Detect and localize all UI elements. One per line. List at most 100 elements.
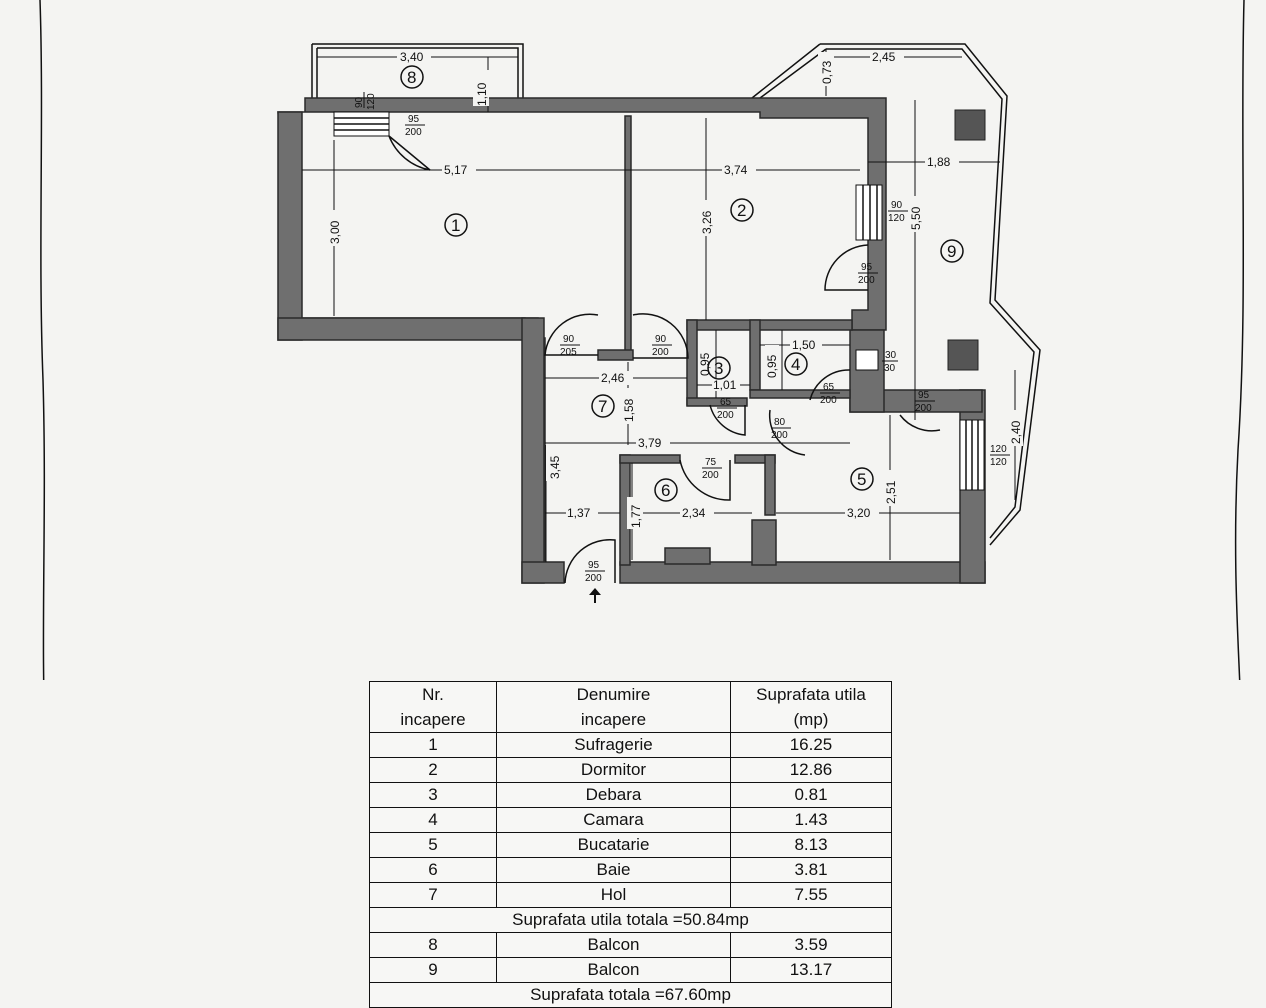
door-label-h: 120 xyxy=(366,93,377,110)
dim-0-95-a: 0,95 xyxy=(698,352,712,376)
dim-3-45: 3,45 xyxy=(548,455,562,479)
cell-nr: 8 xyxy=(369,932,497,958)
total-cell: Suprafata totala =67.60mp xyxy=(369,982,892,1008)
cell-nr: 4 xyxy=(369,807,497,833)
door-label-h: 200 xyxy=(771,430,788,441)
door-label-h: 30 xyxy=(884,363,896,374)
cell-area: 3.59 xyxy=(730,932,892,958)
dim-1-01: 1,01 xyxy=(713,378,737,392)
cell-name: Sufragerie xyxy=(496,732,731,758)
balcony-9-outline xyxy=(820,43,1041,546)
entrance-arrow-icon xyxy=(589,588,601,603)
cell-area: 16.25 xyxy=(730,732,892,758)
door-label-w: 65 xyxy=(823,382,835,393)
cell-name: Baie xyxy=(496,857,731,883)
cell-area: 8.13 xyxy=(730,832,892,858)
door-labels: 90 120 95 200 90 120 95 200 90 205 90 20… xyxy=(354,92,1010,584)
door-label-h: 200 xyxy=(652,347,669,358)
dim-1-58: 1,58 xyxy=(622,398,636,422)
cell-nr: 7 xyxy=(369,882,497,908)
door-label-w: 65 xyxy=(720,397,732,408)
dim-2-40: 2,40 xyxy=(1009,420,1023,444)
dim-3-74: 3,74 xyxy=(724,163,748,177)
total-row: Suprafata totala =67.60mp xyxy=(369,982,892,1008)
dimension-lines xyxy=(302,49,1016,562)
cell-name: Debara xyxy=(496,782,731,808)
room-label-2: 2 xyxy=(737,201,746,220)
door-label-w: 75 xyxy=(705,457,717,468)
cell-nr: 6 xyxy=(369,857,497,883)
room-label-8: 8 xyxy=(407,68,416,87)
dim-0-95-b: 0,95 xyxy=(765,354,779,378)
dim-2-34: 2,34 xyxy=(682,506,706,520)
room-label-1: 1 xyxy=(451,216,460,235)
header-room-number: Nr.incapere xyxy=(369,681,497,733)
door-label-h: 200 xyxy=(585,573,602,584)
dim-3-40: 3,40 xyxy=(400,50,424,64)
window-hatch xyxy=(333,111,985,491)
dim-3-00: 3,00 xyxy=(328,220,342,244)
dim-1-77: 1,77 xyxy=(629,504,643,528)
dim-5-50: 5,50 xyxy=(909,206,923,230)
door-label-h: 200 xyxy=(820,395,837,406)
door-label-h: 120 xyxy=(888,213,905,224)
door-label-h: 120 xyxy=(990,457,1007,468)
left-page-border xyxy=(39,0,46,680)
door-label-h: 200 xyxy=(717,410,734,421)
dim-1-88: 1,88 xyxy=(927,155,951,169)
room-label-4: 4 xyxy=(791,355,800,374)
dim-0-73: 0,73 xyxy=(820,60,834,84)
dim-3-26: 3,26 xyxy=(700,210,714,234)
door-label-w: 90 xyxy=(655,334,667,345)
cell-name: Dormitor xyxy=(496,757,731,783)
cell-area: 7.55 xyxy=(730,882,892,908)
dim-1-37: 1,37 xyxy=(567,506,591,520)
door-label-h: 200 xyxy=(405,127,422,138)
room-label-3: 3 xyxy=(714,359,723,378)
dimension-labels: 3,40 1,10 5,17 3,74 1,88 3,00 3,26 5,50 … xyxy=(326,50,1023,529)
door-label-w: 95 xyxy=(408,114,420,125)
cell-nr: 9 xyxy=(369,957,497,983)
door-label-h: 200 xyxy=(858,275,875,286)
cell-nr: 2 xyxy=(369,757,497,783)
cell-area: 13.17 xyxy=(730,957,892,983)
door-label-w: 80 xyxy=(774,417,786,428)
cell-name: Balcon xyxy=(496,957,731,983)
door-label-w: 95 xyxy=(918,390,930,401)
dim-1-50: 1,50 xyxy=(792,338,816,352)
balcony-8-outline xyxy=(311,43,524,98)
cell-name: Hol xyxy=(496,882,731,908)
cell-nr: 1 xyxy=(369,732,497,758)
right-page-border xyxy=(1234,0,1245,680)
cell-name: Balcon xyxy=(496,932,731,958)
cell-nr: 5 xyxy=(369,832,497,858)
interior-walls xyxy=(597,115,853,566)
cell-name: Camara xyxy=(496,807,731,833)
door-label-w: 30 xyxy=(885,350,897,361)
door-label-h: 200 xyxy=(915,403,932,414)
door-label-w: 90 xyxy=(563,334,575,345)
room-label-6: 6 xyxy=(661,481,670,500)
door-label-h: 200 xyxy=(702,470,719,481)
room-label-5: 5 xyxy=(857,470,866,489)
exterior-walls xyxy=(277,97,986,584)
header-area: Suprafata utila(mp) xyxy=(730,681,892,733)
room-label-9: 9 xyxy=(947,242,956,261)
cell-area: 12.86 xyxy=(730,757,892,783)
column-block xyxy=(947,339,979,371)
subtotal-cell: Suprafata utila totala =50.84mp xyxy=(369,907,892,933)
cell-area: 0.81 xyxy=(730,782,892,808)
door-label-w: 90 xyxy=(354,96,365,108)
door-label-w: 120 xyxy=(990,444,1007,455)
floor-plan: 3,40 1,10 5,17 3,74 1,88 3,00 3,26 5,50 … xyxy=(39,0,1245,680)
